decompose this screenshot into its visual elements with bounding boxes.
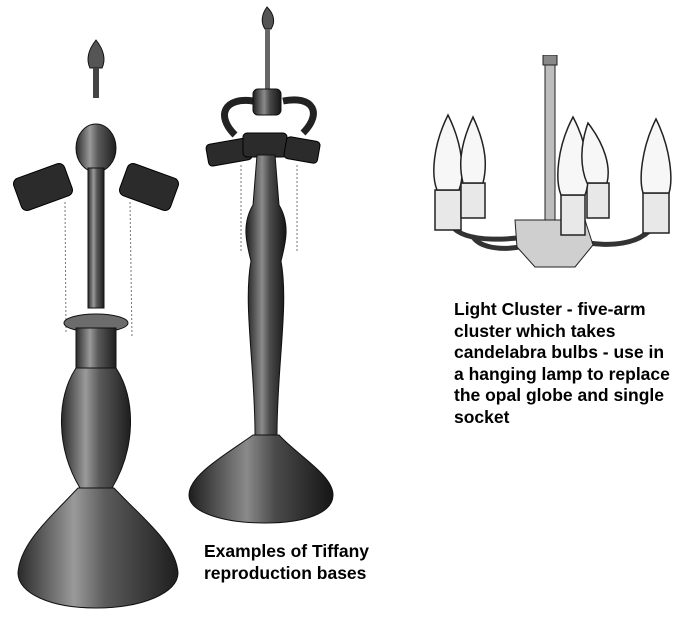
cluster-body <box>252 88 282 116</box>
socket-right <box>283 136 321 251</box>
candelabra-bulbs <box>433 113 672 196</box>
finial <box>87 39 105 98</box>
cluster-body <box>75 123 117 173</box>
arms <box>221 96 317 138</box>
foot <box>188 434 334 524</box>
tiffany-bases-caption: Examples of Tiffany reproduction bases <box>204 541 370 583</box>
baluster <box>61 367 131 489</box>
candle-cups <box>434 182 670 236</box>
light-cluster-caption: Light Cluster - five-arm cluster which t… <box>454 299 670 427</box>
finial <box>261 6 275 89</box>
tiffany-lamp-base-middle <box>188 6 334 524</box>
tiffany-lamp-base-left <box>13 39 179 609</box>
collar <box>63 313 129 369</box>
light-cluster-illustration <box>433 55 672 268</box>
socket-center <box>242 132 288 158</box>
socket-right <box>119 162 179 339</box>
socket-left <box>13 162 73 334</box>
center-rod <box>542 55 558 226</box>
foot <box>17 487 179 609</box>
ornate-stem <box>245 154 287 436</box>
socket-left <box>205 137 253 253</box>
stem <box>87 167 105 309</box>
